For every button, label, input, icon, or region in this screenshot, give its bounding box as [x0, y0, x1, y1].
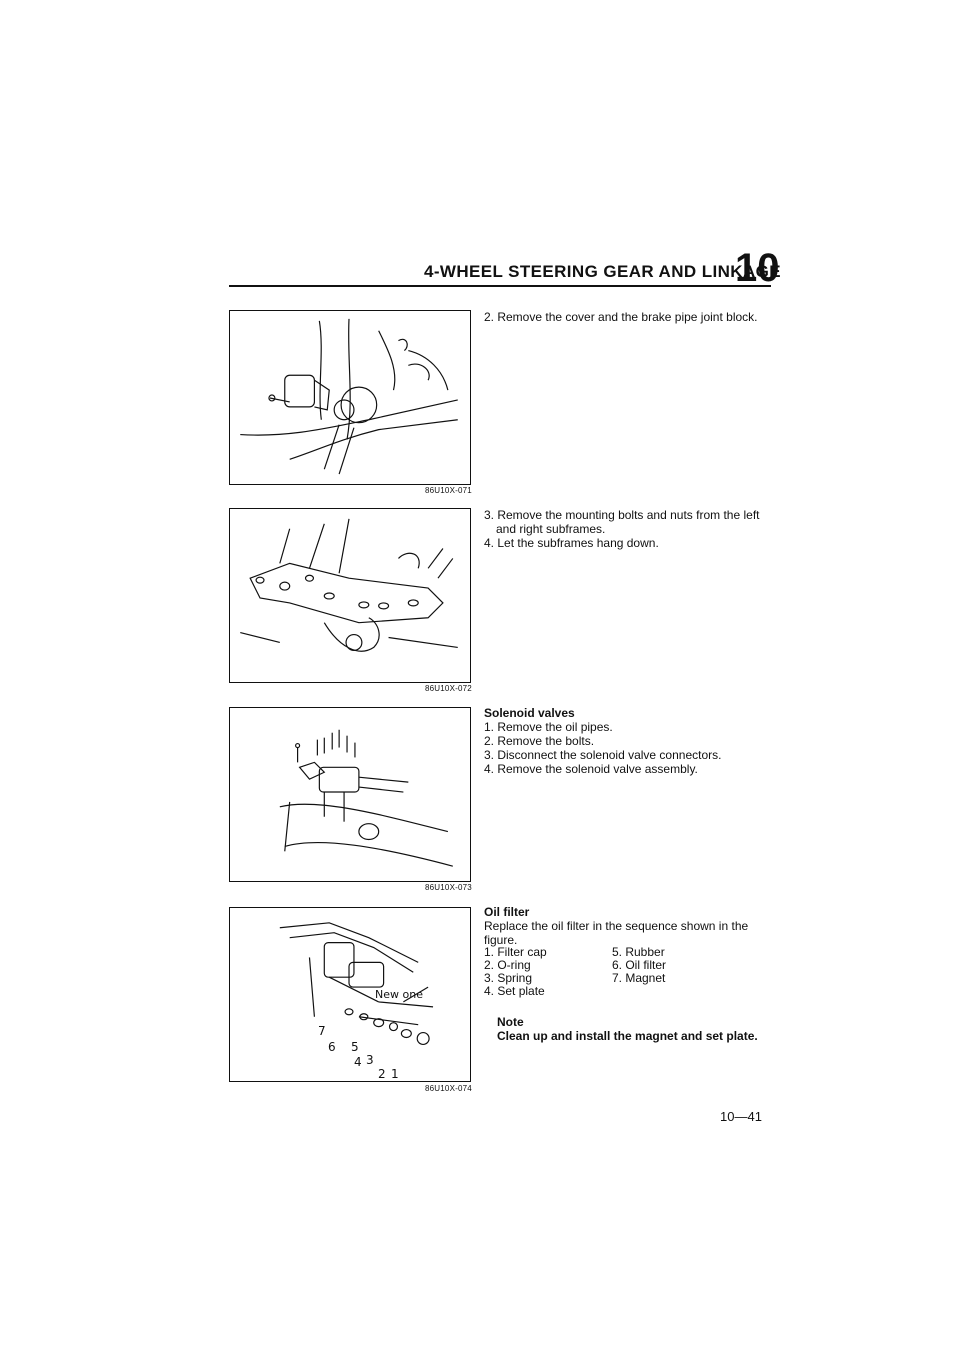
callout-3: 3 [366, 1053, 374, 1067]
figure-code: 86U10X-072 [425, 684, 472, 693]
note-title: Note [497, 1015, 524, 1029]
step-line: 2. Remove the cover and the brake pipe j… [484, 310, 758, 324]
page-number: 10—41 [720, 1109, 762, 1124]
part-item: 7. Magnet [612, 971, 666, 985]
header-rule [229, 285, 771, 287]
figure-code: 86U10X-071 [425, 486, 472, 495]
step-block-cover: 2. Remove the cover and the brake pipe j… [484, 310, 774, 324]
part-item: 5. Rubber [612, 945, 665, 959]
step-line: 2. Remove the bolts. [484, 734, 595, 748]
oil-filter-illustration [279, 922, 434, 1046]
figure-subframe [229, 508, 471, 683]
intro-line: figure. [484, 933, 518, 947]
part-item: 3. Spring [484, 971, 533, 985]
part-item: 1. Filter cap [484, 945, 547, 959]
step-line: 4. Remove the solenoid valve assembly. [484, 762, 698, 776]
step-line: 4. Let the subframes hang down. [484, 536, 659, 550]
step-line: 3. Disconnect the solenoid valve connect… [484, 748, 722, 762]
step-block-subframes: 3. Remove the mounting bolts and nuts fr… [484, 508, 774, 550]
step-line: 1. Remove the oil pipes. [484, 720, 613, 734]
part-item: 2. O-ring [484, 958, 531, 972]
figure-oil-filter [229, 907, 471, 1082]
callout-4: 4 [354, 1055, 362, 1069]
figure-code: 86U10X-073 [425, 883, 472, 892]
callout-2: 2 [378, 1067, 386, 1081]
figure-code: 86U10X-074 [425, 1084, 472, 1093]
note-body: Clean up and install the magnet and set … [497, 1029, 758, 1043]
section-heading: Solenoid valves [484, 706, 575, 720]
cover-illustration [240, 318, 458, 475]
new-one-label: New one [375, 988, 423, 1001]
intro-line: Replace the oil filter in the sequence s… [484, 919, 749, 933]
section-heading: Oil filter [484, 905, 530, 919]
oil-filter-section: Oil filter Replace the oil filter in the… [484, 905, 774, 947]
callout-6: 6 [328, 1040, 336, 1054]
subframe-illustration [240, 518, 458, 652]
parts-column-left: 1. Filter cap 2. O-ring 3. Spring 4. Set… [484, 946, 604, 998]
solenoid-section: Solenoid valves 1. Remove the oil pipes.… [484, 706, 774, 776]
solenoid-illustration [279, 729, 453, 867]
parts-column-right: 5. Rubber 6. Oil filter 7. Magnet [612, 946, 732, 985]
figure-solenoid-valves [229, 707, 471, 882]
part-item: 6. Oil filter [612, 958, 667, 972]
callout-1: 1 [391, 1067, 399, 1081]
section-title: 4-WHEEL STEERING GEAR AND LINKAGE [424, 262, 782, 281]
part-item: 4. Set plate [484, 984, 545, 998]
step-line: and right subframes. [496, 522, 606, 536]
callout-5: 5 [351, 1040, 359, 1054]
section-number: 10 [735, 246, 780, 290]
step-line: 3. Remove the mounting bolts and nuts fr… [484, 508, 760, 522]
callout-7: 7 [318, 1024, 326, 1038]
figure-cover-removal [229, 310, 471, 485]
